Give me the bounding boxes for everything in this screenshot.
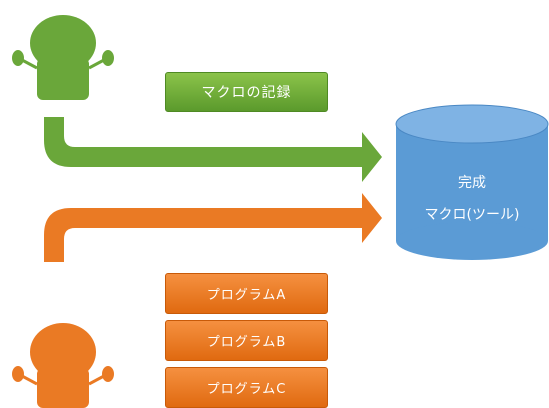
- cylinder-title: 完成: [458, 175, 486, 191]
- green-person-icon: [12, 15, 114, 100]
- cylinder-subtitle: マクロ(ツール): [424, 207, 520, 223]
- orange-person-icon: [12, 323, 114, 408]
- program-a-box: プログラムA: [165, 273, 328, 314]
- database-cylinder-icon: [395, 104, 549, 260]
- macro-record-label: マクロの記録: [165, 72, 328, 112]
- program-b-box: プログラムB: [165, 320, 328, 361]
- green-arrow: [44, 117, 382, 182]
- orange-arrow: [44, 193, 382, 262]
- program-c-box: プログラムC: [165, 367, 328, 408]
